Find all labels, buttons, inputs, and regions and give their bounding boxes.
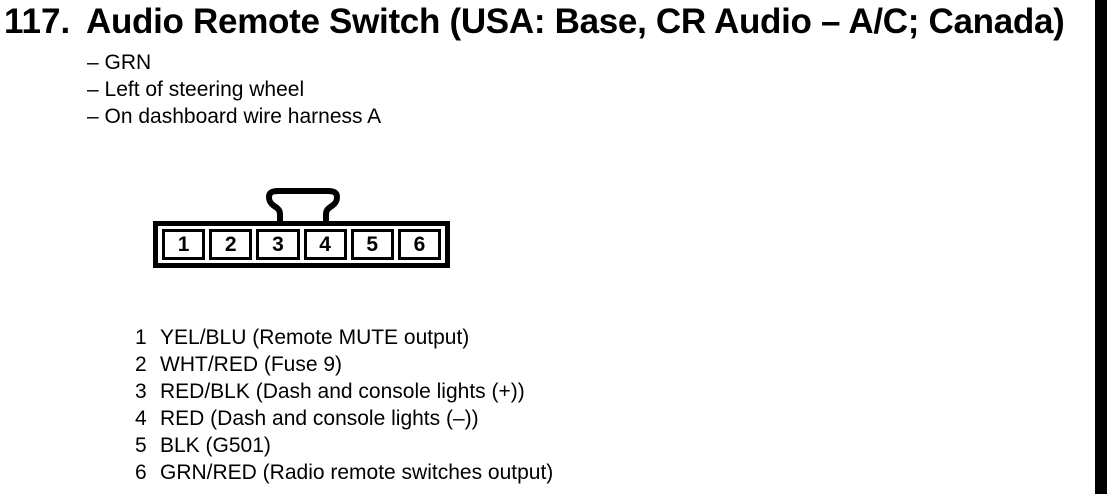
pin-number: 4 bbox=[135, 407, 147, 430]
note-line: – On dashboard wire harness A bbox=[87, 105, 382, 128]
pin-row: 1 YEL/BLU (Remote MUTE output) bbox=[135, 324, 553, 351]
pin-row: 3 RED/BLK (Dash and console lights (+)) bbox=[135, 378, 553, 405]
page-binding-bar bbox=[1095, 0, 1107, 494]
connector-diagram: 1 2 3 4 5 6 bbox=[153, 221, 450, 268]
pin-row: 6 GRN/RED (Radio remote switches output) bbox=[135, 459, 553, 486]
pin-description: GRN/RED (Radio remote switches output) bbox=[160, 461, 554, 484]
connector-cavity-4: 4 bbox=[303, 229, 347, 260]
connector-cavity-3: 3 bbox=[256, 229, 300, 260]
connector-cavity-5: 5 bbox=[350, 229, 394, 260]
pin-number: 3 bbox=[135, 380, 147, 403]
note-line: – GRN bbox=[87, 51, 152, 74]
section-number: 117. bbox=[4, 2, 71, 41]
pin-number: 2 bbox=[135, 353, 147, 376]
connector-key-tab-icon bbox=[265, 188, 341, 223]
pin-description: RED (Dash and console lights (–)) bbox=[160, 407, 479, 430]
pin-description: YEL/BLU (Remote MUTE output) bbox=[160, 326, 470, 349]
pin-row: 5 BLK (G501) bbox=[135, 432, 553, 459]
pin-number: 5 bbox=[135, 434, 147, 457]
connector-cavity-2: 2 bbox=[209, 229, 253, 260]
pin-description: BLK (G501) bbox=[160, 434, 271, 457]
note-line: – Left of steering wheel bbox=[87, 78, 305, 101]
connector-cavity-6: 6 bbox=[397, 229, 442, 260]
pin-row: 4 RED (Dash and console lights (–)) bbox=[135, 405, 553, 432]
location-notes: – GRN – Left of steering wheel – On dash… bbox=[87, 49, 381, 130]
pin-number: 6 bbox=[135, 461, 147, 484]
pin-number: 1 bbox=[135, 326, 147, 349]
pin-description: RED/BLK (Dash and console lights (+)) bbox=[160, 380, 525, 403]
pin-row: 2 WHT/RED (Fuse 9) bbox=[135, 351, 553, 378]
section-title: Audio Remote Switch (USA: Base, CR Audio… bbox=[86, 2, 1065, 41]
connector-cavity-1: 1 bbox=[162, 229, 206, 260]
pin-description-list: 1 YEL/BLU (Remote MUTE output) 2 WHT/RED… bbox=[135, 324, 553, 486]
pin-description: WHT/RED (Fuse 9) bbox=[160, 353, 343, 376]
